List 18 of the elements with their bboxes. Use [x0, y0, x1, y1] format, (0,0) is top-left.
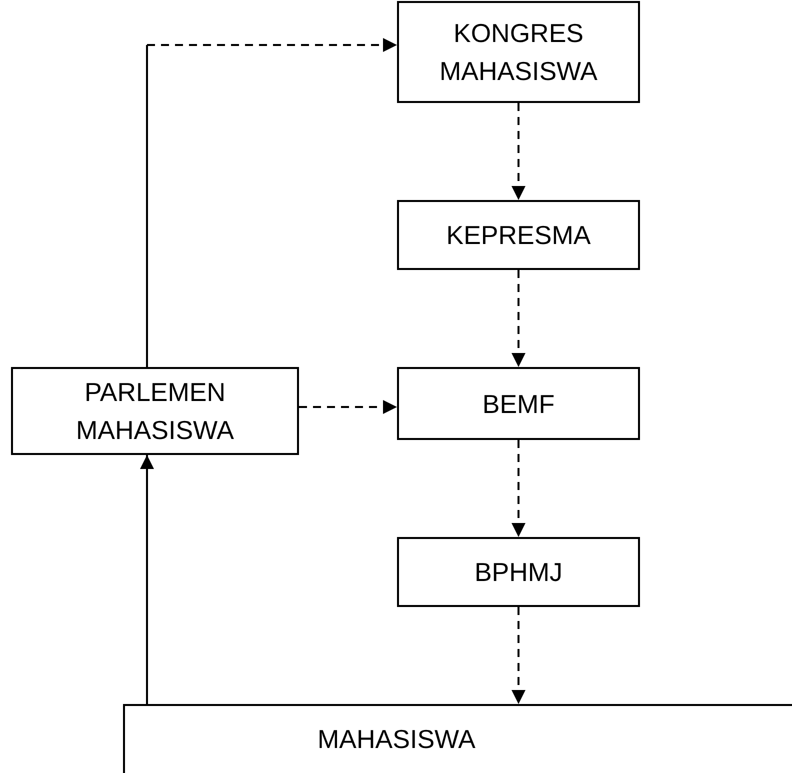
- arrow: [146, 38, 397, 367]
- node-label: KEPRESMA: [445, 219, 592, 252]
- node-label: MAHASISWA: [316, 723, 476, 756]
- node-label: BEMF: [481, 388, 556, 420]
- process-box: [397, 200, 640, 270]
- node-label: PARLEMEN MAHASISWA: [75, 376, 235, 447]
- process-box: [397, 367, 640, 440]
- node-label: BPHMJ: [473, 556, 564, 589]
- arrow: [140, 455, 154, 704]
- arrow: [299, 400, 397, 414]
- node-label: KONGRES MAHASISWA: [438, 17, 598, 88]
- arrow: [512, 270, 526, 367]
- process-box: [11, 367, 299, 455]
- arrow: [512, 103, 526, 200]
- arrow: [512, 607, 526, 704]
- process-box: [397, 1, 640, 103]
- arrow: [512, 440, 526, 537]
- process-box: [397, 537, 640, 607]
